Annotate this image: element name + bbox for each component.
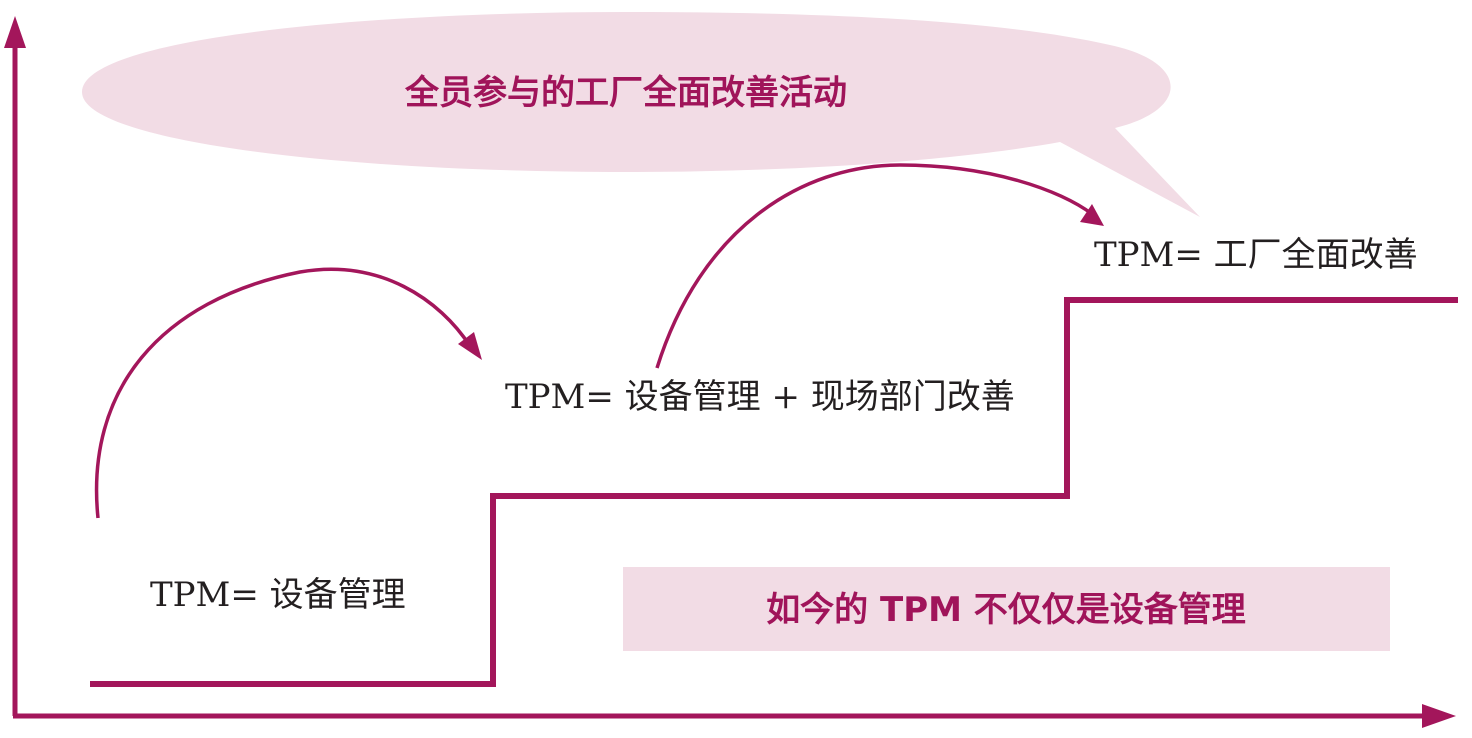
arrow-stage1-to-stage2-head (458, 332, 482, 360)
bubble-text: 全员参与的工厂全面改善活动 (404, 73, 847, 113)
stage-2-label: TPM= 设备管理 + 现场部门改善 (505, 377, 1015, 417)
arrow-stage1-to-stage2 (94, 267, 472, 519)
note-box: 如今的 TPM 不仅仅是设备管理 (623, 567, 1390, 651)
note-text: 如今的 TPM 不仅仅是设备管理 (766, 590, 1246, 630)
stage-3-label: TPM= 工厂全面改善 (1094, 235, 1418, 275)
arrow-stage2-to-stage3-head (1080, 204, 1104, 226)
speech-bubble: 全员参与的工厂全面改善活动 (82, 12, 1200, 217)
y-axis-arrowhead (4, 16, 26, 48)
axes (4, 16, 1456, 728)
progression-arrows (94, 163, 1104, 519)
stage-1-label: TPM= 设备管理 (150, 575, 406, 615)
note-box-background (623, 567, 1390, 651)
arrow-stage2-to-stage3 (655, 163, 1094, 369)
staircase-line (90, 297, 1458, 687)
speech-bubble-shape (82, 12, 1200, 217)
stage-labels: TPM= 设备管理 TPM= 设备管理 + 现场部门改善 TPM= 工厂全面改善 (150, 235, 1418, 615)
x-axis-arrowhead (1422, 704, 1456, 728)
